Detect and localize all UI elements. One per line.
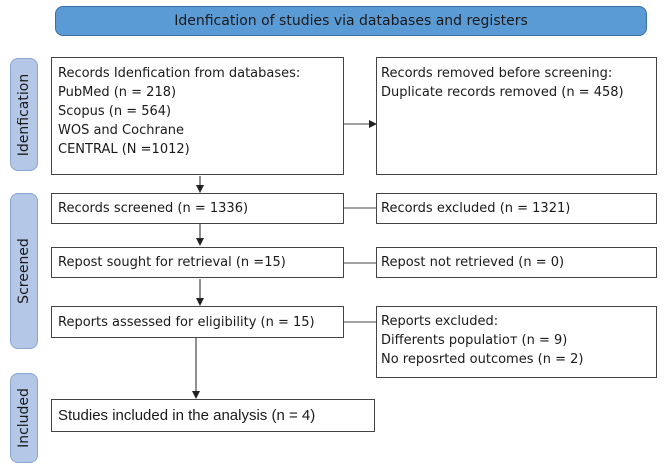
assessed-eligibility-text: Reports assessed for eligibility (n = 15…	[58, 315, 315, 330]
stage-identification: Idenfication	[10, 58, 38, 171]
diagram-title-text: Idenfication of studies via databases an…	[174, 13, 528, 29]
stage-screened: Screened	[10, 193, 38, 349]
studies-included-box: Studies included in the analysis (n = 4)	[51, 399, 375, 432]
records-identified-line: CENTRAL (N =1012)	[58, 142, 190, 157]
records-screened-box: Records screened (n = 1336)	[51, 193, 344, 224]
not-retrieved-text: Repost not retrieved (n = 0)	[381, 255, 565, 270]
records-removed-box: Records removed before screening: Duplic…	[376, 57, 657, 175]
records-identified-box: Records Idenfication from databases: Pub…	[51, 57, 344, 175]
records-removed-line: Duplicate records removed (n = 458)	[381, 85, 624, 100]
records-identified-line: WOS and Cochrane	[58, 123, 185, 138]
not-retrieved-box: Repost not retrieved (n = 0)	[376, 247, 657, 278]
sought-retrieval-text: Repost sought for retrieval (n =15)	[58, 255, 286, 270]
reports-excluded-line: Differents populatioт (n = 9)	[381, 333, 568, 348]
records-removed-line: Records removed before screening:	[381, 66, 613, 81]
assessed-eligibility-box: Reports assessed for eligibility (n = 15…	[51, 306, 344, 338]
sought-retrieval-box: Repost sought for retrieval (n =15)	[51, 247, 344, 278]
reports-excluded-line: Reports excluded:	[381, 314, 499, 329]
records-screened-text: Records screened (n = 1336)	[58, 201, 249, 216]
diagram-title: Idenfication of studies via databases an…	[55, 6, 647, 36]
records-identified-line: Records Idenfication from databases:	[58, 66, 301, 81]
records-identified-line: PubMed (n = 218)	[58, 85, 177, 100]
records-identified-line: Scopus (n = 564)	[58, 104, 172, 119]
stage-included: Included	[10, 373, 38, 463]
reports-excluded-box: Reports excluded: Differents populatioт …	[376, 306, 657, 378]
studies-included-text: Studies included in the analysis (n = 4)	[58, 407, 316, 424]
reports-excluded-line: No reposrted outcomes (n = 2)	[381, 352, 584, 367]
records-excluded-box: Records excluded (n = 1321)	[376, 193, 657, 224]
records-excluded-text: Records excluded (n = 1321)	[381, 201, 571, 216]
